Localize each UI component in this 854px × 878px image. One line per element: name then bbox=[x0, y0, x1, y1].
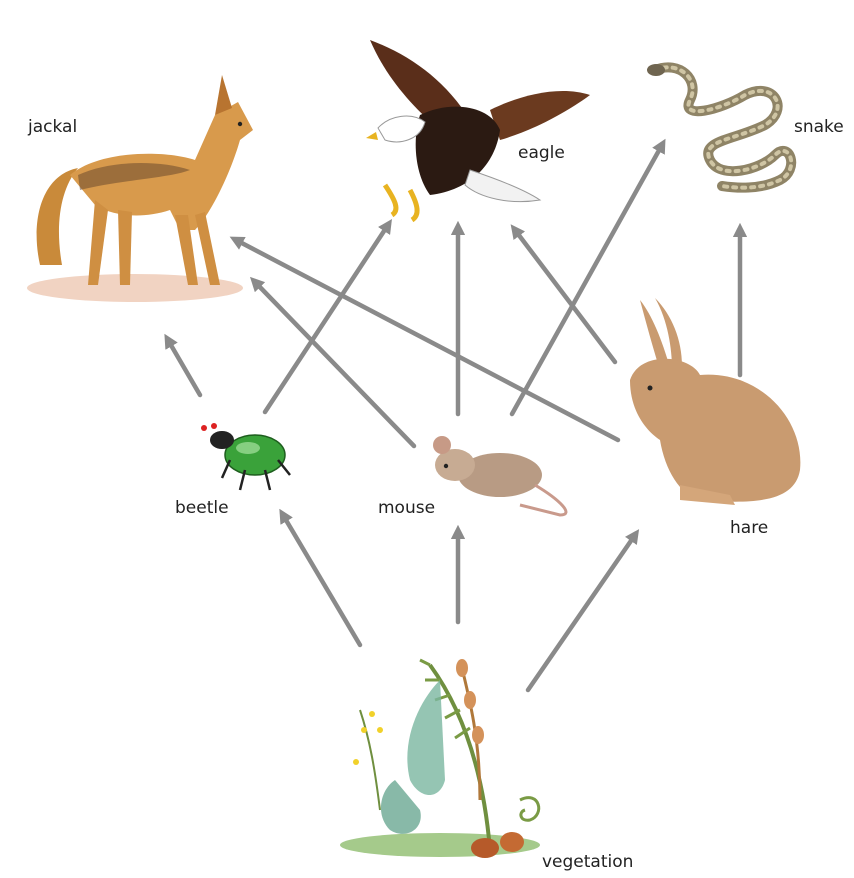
arrow-beetle-to-eagle bbox=[265, 225, 388, 412]
beetle-illustration bbox=[201, 423, 290, 490]
label-vegetation: vegetation bbox=[542, 852, 633, 872]
arrow-hare-to-eagle bbox=[515, 230, 615, 362]
label-hare: hare bbox=[730, 518, 768, 538]
arrow-beetle-to-jackal bbox=[168, 340, 200, 395]
arrow-hare-to-jackal bbox=[236, 240, 618, 440]
jackal-illustration bbox=[27, 75, 253, 302]
arrow-vegetation-to-beetle bbox=[283, 515, 360, 645]
hare-illustration bbox=[630, 298, 800, 505]
arrow-vegetation-to-hare bbox=[528, 535, 635, 690]
snake-illustration bbox=[647, 64, 791, 188]
label-beetle: beetle bbox=[175, 498, 229, 518]
mouse-illustration bbox=[433, 436, 566, 515]
label-jackal: jackal bbox=[28, 117, 77, 137]
label-mouse: mouse bbox=[378, 498, 435, 518]
vegetation-illustration bbox=[340, 659, 540, 858]
label-eagle: eagle bbox=[518, 143, 565, 163]
eagle-illustration bbox=[366, 40, 590, 220]
label-snake: snake bbox=[794, 117, 844, 137]
